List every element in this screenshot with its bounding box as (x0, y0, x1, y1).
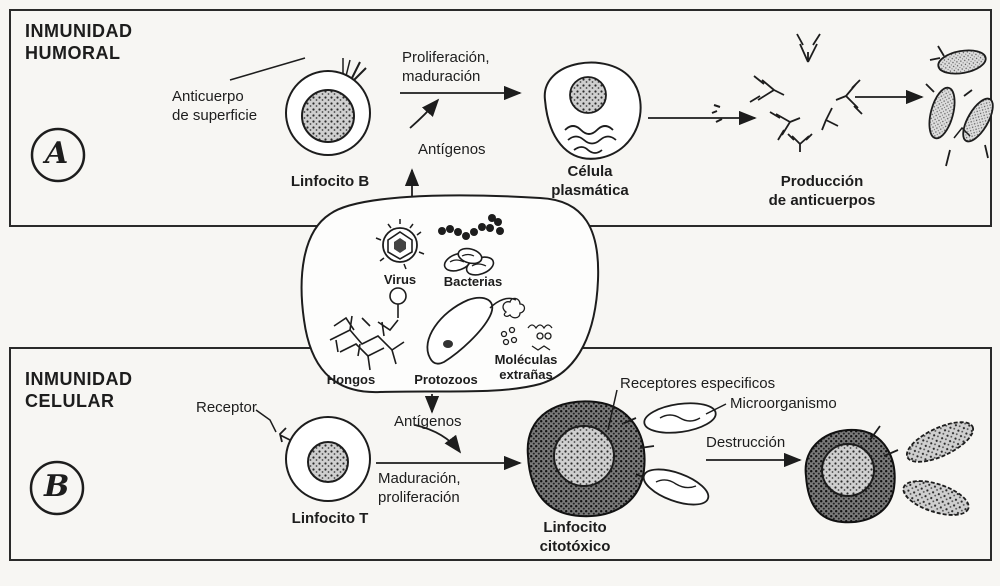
receptor-label: Receptor (196, 398, 257, 417)
microorganism-label: Microorganismo (730, 394, 837, 413)
b-cell-icon (286, 58, 370, 155)
surface-antibody-label: Anticuerpo de superficie (172, 87, 257, 125)
panel-a-letter: A (45, 136, 68, 171)
proliferation-label: Proliferación, maduración (402, 48, 490, 86)
surface-antibody-leader (230, 58, 305, 80)
plasma-cell-line1: Célula (535, 162, 645, 181)
cytotoxic-t-cell-icon (528, 401, 654, 516)
maturation-line2: proliferación (378, 488, 461, 507)
cellular-title-line2: CELULAR (25, 390, 133, 412)
proliferation-line1: Proliferación, (402, 48, 490, 67)
surface-antibody-line2: de superficie (172, 106, 257, 125)
antibody-production-line1: Producción (752, 172, 892, 191)
protozoa-label: Protozoos (408, 372, 484, 387)
cytotoxic-line2: citotóxico (520, 537, 630, 556)
specific-receptors-label: Receptores especificos (620, 374, 775, 393)
cytotoxic-t-cell-label: Linfocito citotóxico (520, 518, 630, 556)
cellular-title: INMUNIDAD CELULAR (25, 368, 133, 412)
antibodies-icon (750, 34, 862, 152)
t-cell-label: Linfocito T (275, 509, 385, 528)
maturation-label: Maduración, proliferación (378, 469, 461, 507)
destroyed-microbes-icon (806, 414, 979, 522)
humoral-antigens-label: Antígenos (418, 140, 486, 159)
surface-antibody-line1: Anticuerpo (172, 87, 257, 106)
antibody-production-line2: de anticuerpos (752, 191, 892, 210)
panel-b-letter: B (44, 469, 69, 504)
antibody-production-label: Producción de anticuerpos (752, 172, 892, 210)
cytotoxic-line1: Linfocito (520, 518, 630, 537)
bound-microbes-icon (639, 399, 717, 512)
maturation-line1: Maduración, (378, 469, 461, 488)
plasma-cell-line2: plasmática (535, 181, 645, 200)
humoral-title-line2: HUMORAL (25, 42, 133, 64)
secretion-dots (712, 105, 722, 122)
foreign-molecules-label: Moléculas extrañas (490, 352, 562, 382)
antigen-curve-arrow (410, 100, 438, 128)
proliferation-line2: maduración (402, 67, 490, 86)
fungi-label: Hongos (322, 372, 380, 387)
plasma-cell-label: Célula plasmática (535, 162, 645, 200)
bacteria-label: Bacterias (438, 274, 508, 289)
opsonized-microbes-icon (925, 46, 999, 166)
foreign-molecules-line2: extrañas (490, 367, 562, 382)
destruction-label: Destrucción (706, 433, 785, 452)
b-cell-label: Linfocito B (275, 172, 385, 191)
plasma-cell-icon (545, 63, 641, 159)
virus-label: Virus (378, 272, 422, 287)
humoral-title: INMUNIDAD HUMORAL (25, 20, 133, 64)
foreign-molecules-line1: Moléculas (490, 352, 562, 367)
humoral-title-line1: INMUNIDAD (25, 20, 133, 42)
t-cell-icon (280, 417, 370, 501)
cellular-title-line1: INMUNIDAD (25, 368, 133, 390)
receptor-leader (256, 410, 276, 432)
cellular-antigens-label: Antígenos (394, 412, 462, 431)
